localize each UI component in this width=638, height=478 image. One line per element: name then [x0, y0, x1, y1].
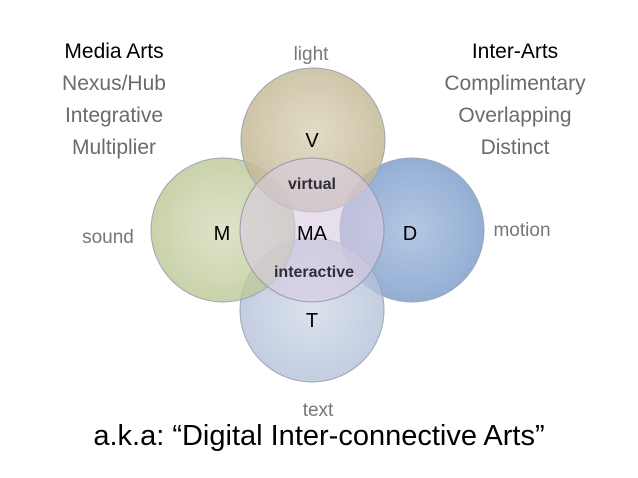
caption: a.k.a: “Digital Inter-connective Arts” — [93, 420, 545, 452]
inter-arts-panel: Inter-Arts Complimentary Overlapping Dis… — [428, 36, 602, 164]
inter-arts-heading: Inter-Arts — [471, 40, 559, 63]
label-text: text — [303, 400, 334, 421]
media-arts-panel: Media Arts Nexus/Hub Integrative Multipl… — [44, 36, 184, 164]
label-light: light — [294, 44, 330, 65]
media-arts-item-integrative: Integrative — [64, 104, 164, 127]
overlap-label-interactive: interactive — [274, 264, 354, 281]
inter-arts-item-distinct: Distinct — [480, 136, 550, 159]
circle-label-m: M — [214, 223, 231, 245]
label-motion: motion — [493, 220, 550, 241]
circle-label-t: T — [306, 310, 318, 332]
circle-label-v: V — [305, 130, 319, 152]
media-arts-item-multiplier: Multiplier — [71, 136, 157, 159]
inter-arts-item-overlapping: Overlapping — [458, 104, 572, 127]
inter-arts-item-complimentary: Complimentary — [444, 72, 586, 95]
circle-label-d: D — [403, 223, 417, 245]
label-sound: sound — [82, 227, 134, 248]
overlap-label-virtual: virtual — [288, 176, 336, 193]
circle-label-ma: MA — [297, 223, 328, 245]
media-arts-heading: Media Arts — [64, 40, 164, 63]
media-arts-item-nexus: Nexus/Hub — [62, 72, 166, 95]
circle-center — [239, 157, 385, 303]
